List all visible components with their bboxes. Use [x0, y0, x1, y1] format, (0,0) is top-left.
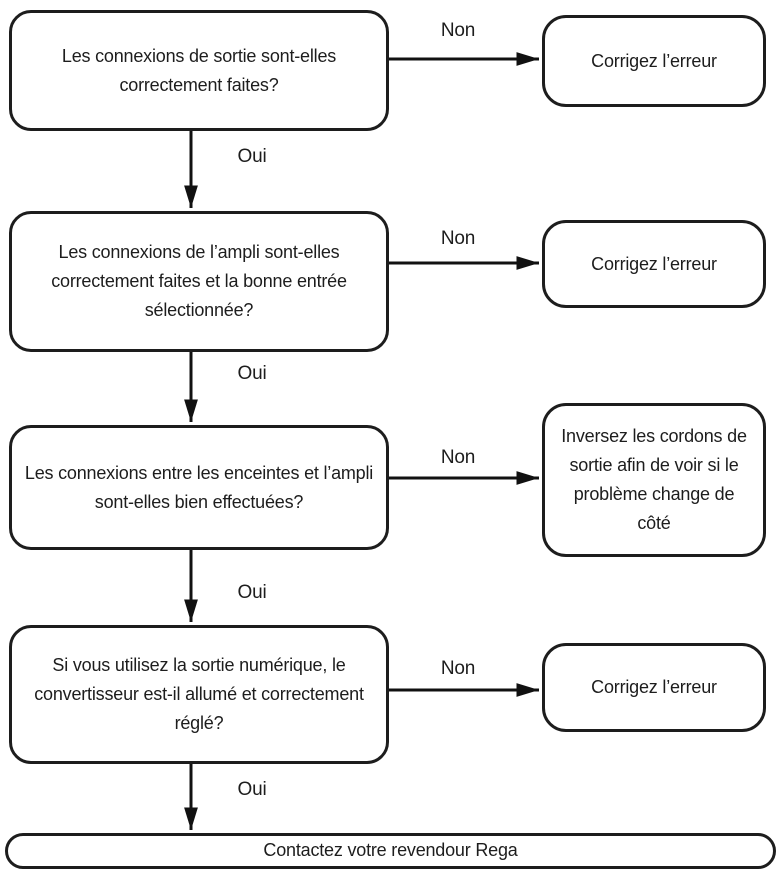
action-node-fix-error-1: Corrigez l’erreur: [542, 15, 766, 107]
decision-node-speaker-connections: Les connexions entre les enceintes et l’…: [9, 425, 389, 550]
edge-label-oui-3: Oui: [237, 582, 267, 603]
decision-node-amp-connections: Les connexions de l’ampli sont-elles cor…: [9, 211, 389, 352]
edge-label-oui-1: Oui: [237, 146, 267, 167]
action-node-fix-error-3: Corrigez l’erreur: [542, 643, 766, 732]
decision-node-digital-output: Si vous utilisez la sortie numérique, le…: [9, 625, 389, 764]
edge-label-non-3: Non: [440, 447, 476, 468]
action-node-swap-cables: Inversez les cordons de sortie afin de v…: [542, 403, 766, 557]
terminal-node-contact-dealer: Contactez votre revendour Rega: [5, 833, 776, 869]
edge-label-oui-2: Oui: [237, 363, 267, 384]
action-node-fix-error-2: Corrigez l’erreur: [542, 220, 766, 308]
edge-label-non-2: Non: [440, 228, 476, 249]
edge-label-oui-4: Oui: [237, 779, 267, 800]
edge-label-non-4: Non: [440, 658, 476, 679]
decision-node-output-connections: Les connexions de sortie sont-elles corr…: [9, 10, 389, 131]
edge-label-non-1: Non: [440, 20, 476, 41]
